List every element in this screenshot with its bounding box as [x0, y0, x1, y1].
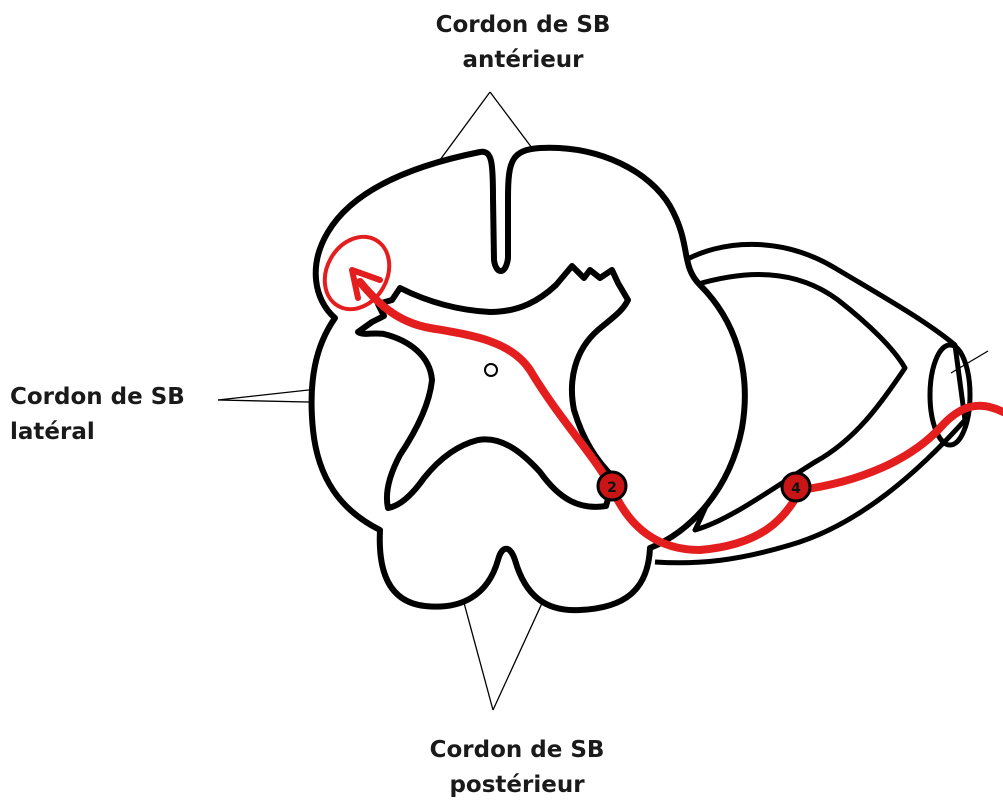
marker-4-label: 4 — [791, 481, 801, 497]
spinal-cord-outline — [312, 148, 745, 610]
posterior-label-line2: postérieur — [412, 768, 622, 803]
central-canal — [485, 364, 497, 376]
anterior-label-line2: antérieur — [418, 43, 628, 78]
lateral-cord-label: Cordon de SB latéral — [10, 380, 185, 450]
anterior-label-line1: Cordon de SB — [418, 8, 628, 43]
posterior-label-line1: Cordon de SB — [412, 733, 622, 768]
posterior-cord-label: Cordon de SB postérieur — [412, 733, 622, 803]
lateral-label-line2: latéral — [10, 415, 185, 450]
neuron-marker-2: 2 — [598, 472, 626, 500]
neuron-marker-4: 4 — [782, 473, 810, 501]
marker-2-label: 2 — [607, 480, 617, 496]
anterior-cord-label: Cordon de SB antérieur — [418, 8, 628, 78]
lateral-label-line1: Cordon de SB — [10, 380, 185, 415]
